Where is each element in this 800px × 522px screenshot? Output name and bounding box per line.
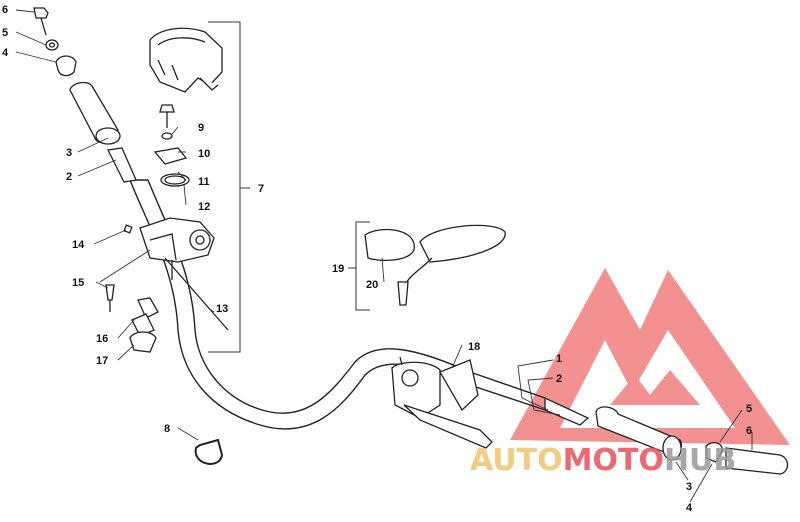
lower-left-parts (105, 284, 159, 353)
watermark-logo (510, 268, 790, 445)
callout-9: 9 (198, 122, 204, 134)
callout-3-left: 3 (66, 147, 72, 159)
callout-7: 7 (258, 183, 264, 195)
callout-10: 10 (198, 148, 210, 160)
leader-lines (15, 9, 753, 503)
callout-1-right: 1 (556, 353, 562, 365)
right-controls (391, 356, 493, 449)
switch-housing-cover (149, 27, 223, 93)
callout-8: 8 (164, 423, 170, 435)
clamp-ring (194, 438, 224, 465)
watermark-auto: AUTO (470, 443, 563, 478)
mirror (364, 224, 506, 306)
callout-13: 13 (216, 303, 228, 315)
left-grip-assembly (33, 7, 137, 183)
callout-19: 19 (332, 263, 344, 275)
callout-5-left: 5 (2, 27, 8, 39)
handlebar-tube (129, 179, 546, 430)
bracket-lines (208, 21, 370, 353)
callout-labels: 6 5 4 3 2 9 10 11 12 7 14 15 13 16 17 8 … (2, 4, 752, 514)
callout-11: 11 (198, 176, 210, 188)
callout-2-right: 2 (556, 373, 562, 385)
callout-6-right: 6 (746, 425, 752, 437)
callout-15: 15 (72, 277, 84, 289)
callout-3-right: 3 (686, 481, 692, 493)
svg-text:AUTOMOTOHUB: AUTOMOTOHUB (470, 443, 736, 478)
left-switch-body (123, 217, 229, 331)
watermark-hub: HUB (664, 443, 736, 478)
callout-5-right: 5 (746, 403, 752, 415)
callout-16: 16 (96, 333, 108, 345)
callout-20: 20 (366, 279, 378, 291)
callout-18: 18 (468, 341, 480, 353)
callout-12: 12 (198, 201, 210, 213)
callout-14: 14 (72, 239, 85, 251)
callout-4-right: 4 (686, 502, 693, 514)
right-grip-assembly (544, 396, 789, 475)
watermark-text: AUTOMOTOHUB (470, 443, 736, 478)
callout-6-left: 6 (2, 4, 8, 16)
watermark-moto: MOTO (563, 443, 664, 478)
small-hardware-stack (153, 104, 190, 187)
callout-4-left: 4 (2, 47, 9, 59)
callout-17: 17 (96, 355, 108, 367)
callout-2-left: 2 (66, 171, 72, 183)
